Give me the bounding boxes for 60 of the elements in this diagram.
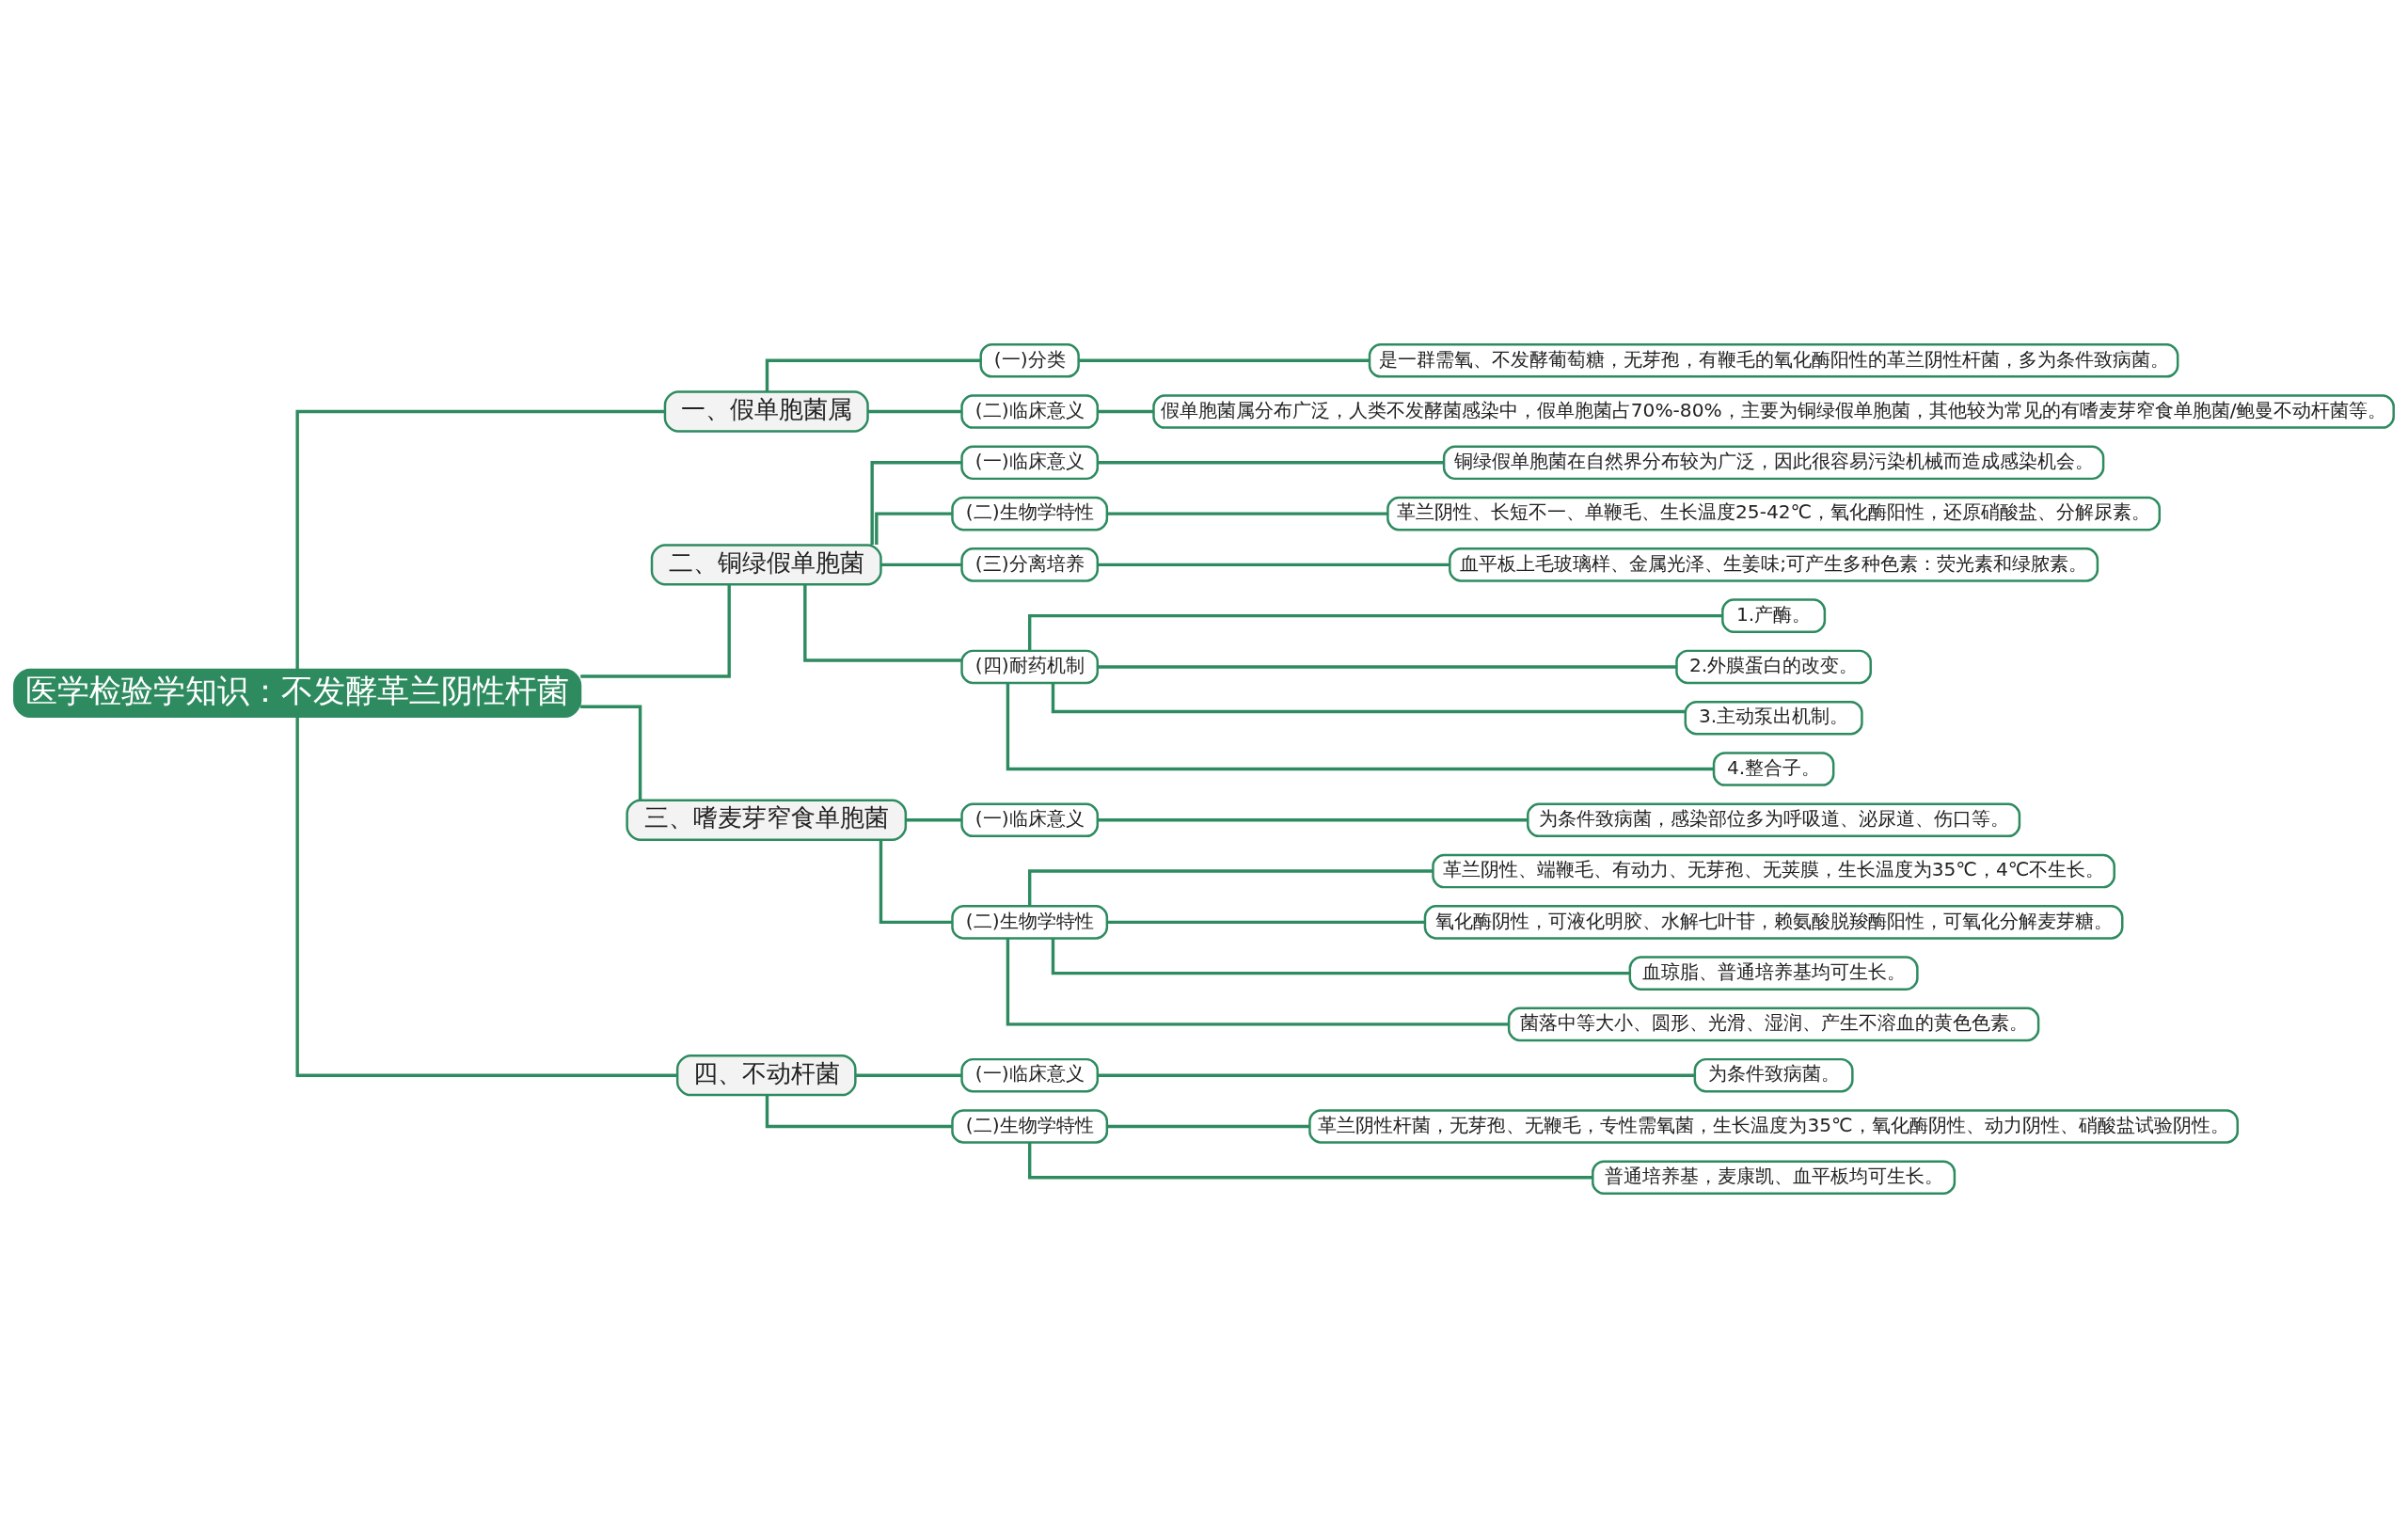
node-box: 菌落中等大小、圆形、光滑、湿润、产生不溶血的黄色色素。: [1507, 1007, 2040, 1042]
node-box: 铜绿假单胞菌在自然界分布较为广泛，因此很容易污染机械而造成感染机会。: [1442, 445, 2105, 481]
node-box: 为条件致病菌，感染部位多为呼吸道、泌尿道、伤口等。: [1527, 802, 2021, 838]
connector: [803, 584, 962, 662]
node-box: 三、嗜麦芽窄食单胞菌: [626, 799, 908, 841]
node-box: (二)临床意义: [960, 394, 1100, 429]
node-box: 四、不动杆菌: [675, 1054, 857, 1097]
node-box: 革兰阴性杆菌，无芽孢、无鞭毛，专性需氧菌，生长温度为35℃，氧化酶阴性、动力阴性、硝酸盐试验阴性。: [1308, 1109, 2239, 1144]
node-box: (一)临床意义: [960, 445, 1100, 481]
node-box: 血琼脂、普通培养基均可生长。: [1628, 956, 1919, 991]
connector: [1107, 1124, 1310, 1129]
connector: [580, 705, 642, 801]
connector: [870, 461, 962, 545]
node-box: 假单胞菌属分布广泛，人类不发酵菌感染中，假单胞菌占70%-80%，主要为铜绿假单胞菌，其他较为常见的有嗜麦芽窄食单胞菌/鲍曼不动杆菌等。: [1152, 394, 2395, 429]
node-box: 普通培养基，麦康凯、血平板均可生长。: [1592, 1160, 1956, 1196]
connector: [1097, 818, 1528, 822]
node-box: 革兰阴性、长短不一、单鞭毛、生长温度25-42℃，氧化酶阳性，还原硝酸盐、分解尿素。: [1386, 496, 2162, 531]
node-box: 血平板上毛玻璃样、金属光泽、生姜味;可产生多种色素：荧光素和绿脓素。: [1449, 547, 2099, 582]
node-box: 医学检验学知识：不发酵革兰阴性杆菌: [13, 668, 582, 718]
connector: [1079, 358, 1370, 362]
connector: [580, 584, 731, 678]
node-box: (二)生物学特性: [951, 905, 1109, 940]
connector: [867, 409, 962, 414]
node-box: (一)临床意义: [960, 1057, 1100, 1093]
connector: [1097, 665, 1677, 669]
node-box: 3.主动泵出机制。: [1684, 700, 1863, 736]
node-box: 一、假单胞菌属: [663, 390, 869, 433]
connector: [1097, 461, 1444, 465]
node-box: (一)临床意义: [960, 802, 1100, 838]
connector: [905, 818, 962, 822]
node-box: 1.产酶。: [1721, 598, 1827, 633]
connector: [295, 717, 677, 1077]
node-box: (三)分离培养: [960, 547, 1100, 582]
connector: [1107, 512, 1387, 515]
node-box: 二、铜绿假单胞菌: [650, 544, 882, 586]
node-box: (一)分类: [979, 342, 1080, 378]
connector: [879, 840, 953, 925]
node-box: (二)生物学特性: [951, 496, 1109, 531]
node-box: 氧化酶阴性，可液化明胶、水解七叶苷，赖氨酸脱羧酶阳性，可氧化分解麦芽糖。: [1423, 905, 2124, 940]
node-box: (二)生物学特性: [951, 1109, 1109, 1144]
connector: [1107, 920, 1425, 925]
connector: [1027, 869, 1434, 907]
connector: [1051, 938, 1630, 975]
connector: [295, 409, 665, 670]
connector: [1006, 683, 1714, 771]
connector: [880, 563, 962, 567]
connector: [855, 1073, 962, 1077]
connector: [1006, 938, 1509, 1026]
node-box: 2.外膜蛋白的改变。: [1675, 649, 1872, 685]
connector: [1027, 613, 1723, 651]
node-box: 为条件致病菌。: [1693, 1057, 1854, 1093]
connector: [1097, 563, 1450, 567]
node-box: (四)耐药机制: [960, 649, 1100, 685]
node-box: 革兰阴性、端鞭毛、有动力、无芽孢、无荚膜，生长温度为35℃，4℃不生长。: [1432, 853, 2115, 889]
connector: [1051, 683, 1686, 714]
node-box: 4.整合子。: [1712, 752, 1835, 786]
connector: [1097, 1073, 1695, 1077]
node-box: 是一群需氧、不发酵葡萄糖，无芽孢，有鞭毛的氧化酶阳性的革兰阴性杆菌，多为条件致病菌。: [1368, 342, 2179, 378]
connector: [875, 512, 953, 545]
connector: [1097, 409, 1154, 414]
